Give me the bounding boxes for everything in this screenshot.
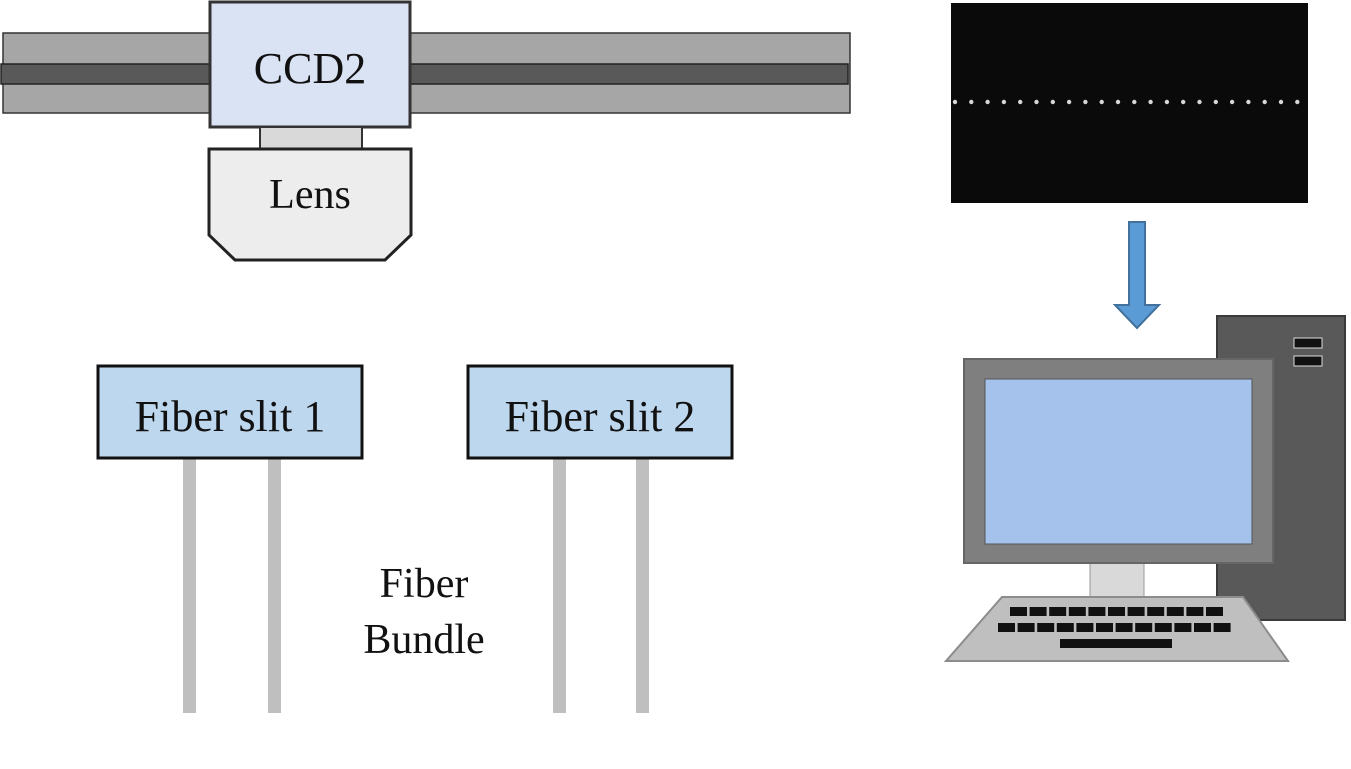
spectrum-spot <box>952 99 958 105</box>
lens-label: Lens <box>269 172 351 218</box>
slit-1-label: Fiber slit 1 <box>135 392 326 441</box>
bundle-label-line1: Fiber <box>380 561 469 607</box>
spectrum-spot <box>1066 99 1072 105</box>
spectrum-spot-row <box>952 99 1300 105</box>
spectrum-spot <box>1050 99 1056 105</box>
spectrum-spot <box>1229 99 1235 105</box>
slit-1-box <box>96 364 364 460</box>
spectrum-spot <box>1278 99 1284 105</box>
spectrum-spot <box>1083 99 1088 105</box>
fiber-slit-1: Fiber slit 1 <box>96 364 364 713</box>
spectrum-spot <box>1262 99 1267 105</box>
spectrum-spot <box>985 99 990 105</box>
spectrum-spot <box>1295 99 1300 105</box>
spectrum-spot <box>1148 99 1153 105</box>
ccd2-label: CCD2 <box>254 44 366 93</box>
keyboard-key <box>1108 607 1125 616</box>
keyboard-key <box>1029 607 1047 616</box>
monitor-screen <box>984 378 1253 545</box>
keyboard-key <box>1147 607 1165 616</box>
keyboard-spacebar <box>1060 639 1172 648</box>
keyboard-key <box>1096 623 1113 632</box>
arrow-down-icon <box>1112 221 1162 330</box>
bundle-label-line2: Bundle <box>363 617 484 663</box>
keyboard-key <box>1010 607 1027 616</box>
spectrum-spot <box>1001 99 1007 105</box>
spectrum-spot <box>1246 99 1251 105</box>
spectrum-spot <box>1197 99 1202 105</box>
keyboard-key <box>1056 623 1074 632</box>
keyboard-key <box>1068 607 1086 616</box>
keyboard-key <box>1154 623 1172 632</box>
spectrum-spot <box>1099 99 1104 105</box>
spectrum-spot <box>969 99 974 105</box>
rail-track <box>0 63 849 85</box>
keyboard-key <box>1076 623 1094 632</box>
lens-mount <box>259 126 363 150</box>
fiber-bundle-label: Fiber Bundle <box>363 561 484 663</box>
lens-body <box>207 147 413 262</box>
spectrum-spot <box>1034 99 1039 105</box>
keyboard-key <box>1174 623 1192 632</box>
spectrum-spot <box>1181 99 1186 105</box>
spectrum-spot <box>1132 99 1137 105</box>
keyboard-key <box>1017 623 1035 632</box>
fiber-1a <box>183 459 196 713</box>
drive-bay-1 <box>1293 337 1323 349</box>
keyboard-key <box>1088 607 1106 616</box>
keyboard-key <box>1037 623 1055 632</box>
translation-rail <box>0 32 851 114</box>
spectrum-spot <box>1213 99 1219 105</box>
keyboard-key <box>1213 623 1231 632</box>
ccd2-camera: CCD2 <box>208 0 412 129</box>
keyboard-key <box>1194 623 1211 632</box>
keyboard-key <box>998 623 1015 632</box>
keyboard-key <box>1115 623 1133 632</box>
slit-2-label: Fiber slit 2 <box>505 392 696 441</box>
keyboard-key <box>1135 623 1153 632</box>
keyboard-key <box>1166 607 1184 616</box>
slit-2-box <box>466 364 734 460</box>
spectrum-spot <box>1115 99 1121 105</box>
spectrum-spot <box>1164 99 1170 105</box>
keyboard-key <box>1186 607 1204 616</box>
drive-bay-2 <box>1293 355 1323 367</box>
desktop-computer-icon <box>943 315 1346 662</box>
fiber-slit-2: Fiber slit 2 <box>466 364 734 713</box>
keyboard-key <box>1127 607 1145 616</box>
ccd2-body <box>208 0 412 129</box>
lens-assembly: Lens <box>207 126 413 262</box>
fiber-2a <box>553 459 566 713</box>
keyboard-keys <box>998 607 1231 648</box>
spectrum-spot <box>1018 99 1023 105</box>
keyboard-key <box>1206 607 1223 616</box>
fiber-1b <box>268 459 281 713</box>
ccd-spectrum-image <box>951 3 1308 203</box>
keyboard-key <box>1049 607 1067 616</box>
fiber-2b <box>636 459 649 713</box>
